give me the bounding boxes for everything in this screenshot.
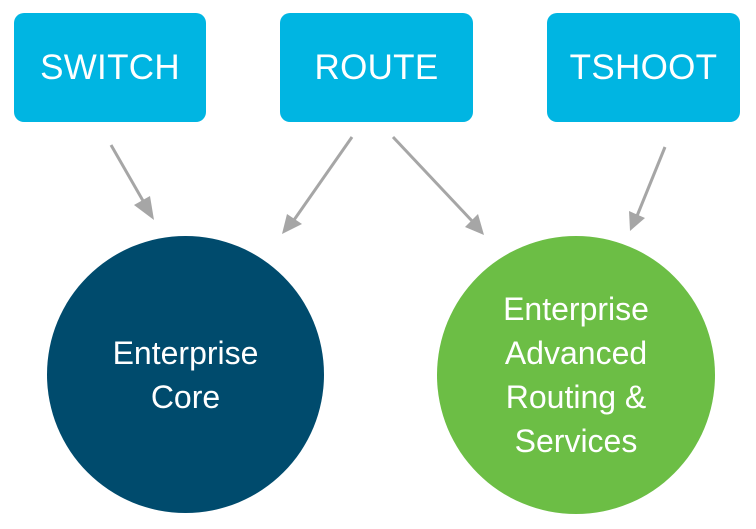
switch-exam-box: SWITCH <box>14 13 206 122</box>
arrowhead-tshoot-to-advanced <box>629 211 645 231</box>
route-exam-box: ROUTE <box>280 13 473 122</box>
enterprise-core-circle: Enterprise Core <box>47 236 324 513</box>
arrow-switch-to-core <box>109 144 148 207</box>
arrow-route-to-core <box>292 136 354 221</box>
advanced-line-2: Advanced <box>504 335 648 371</box>
route-exam-label: ROUTE <box>314 47 439 87</box>
tshoot-exam-box: TSHOOT <box>547 13 740 122</box>
switch-exam-label: SWITCH <box>40 47 180 87</box>
arrowhead-route-to-advanced <box>465 214 484 235</box>
arrow-tshoot-to-advanced <box>635 146 667 217</box>
advanced-line-1: Enterprise <box>503 291 649 327</box>
tshoot-exam-label: TSHOOT <box>569 47 718 87</box>
advanced-line-3: Routing & <box>505 379 647 415</box>
arrowhead-route-to-core <box>282 214 302 234</box>
advanced-line-4: Services <box>514 423 638 459</box>
arrowhead-switch-to-core <box>134 196 154 220</box>
core-line-1: Enterprise <box>112 334 259 371</box>
enterprise-advanced-circle: Enterprise Advanced Routing & Services <box>437 236 715 514</box>
arrow-route-to-advanced <box>391 135 475 224</box>
core-line-2: Core <box>150 378 221 415</box>
